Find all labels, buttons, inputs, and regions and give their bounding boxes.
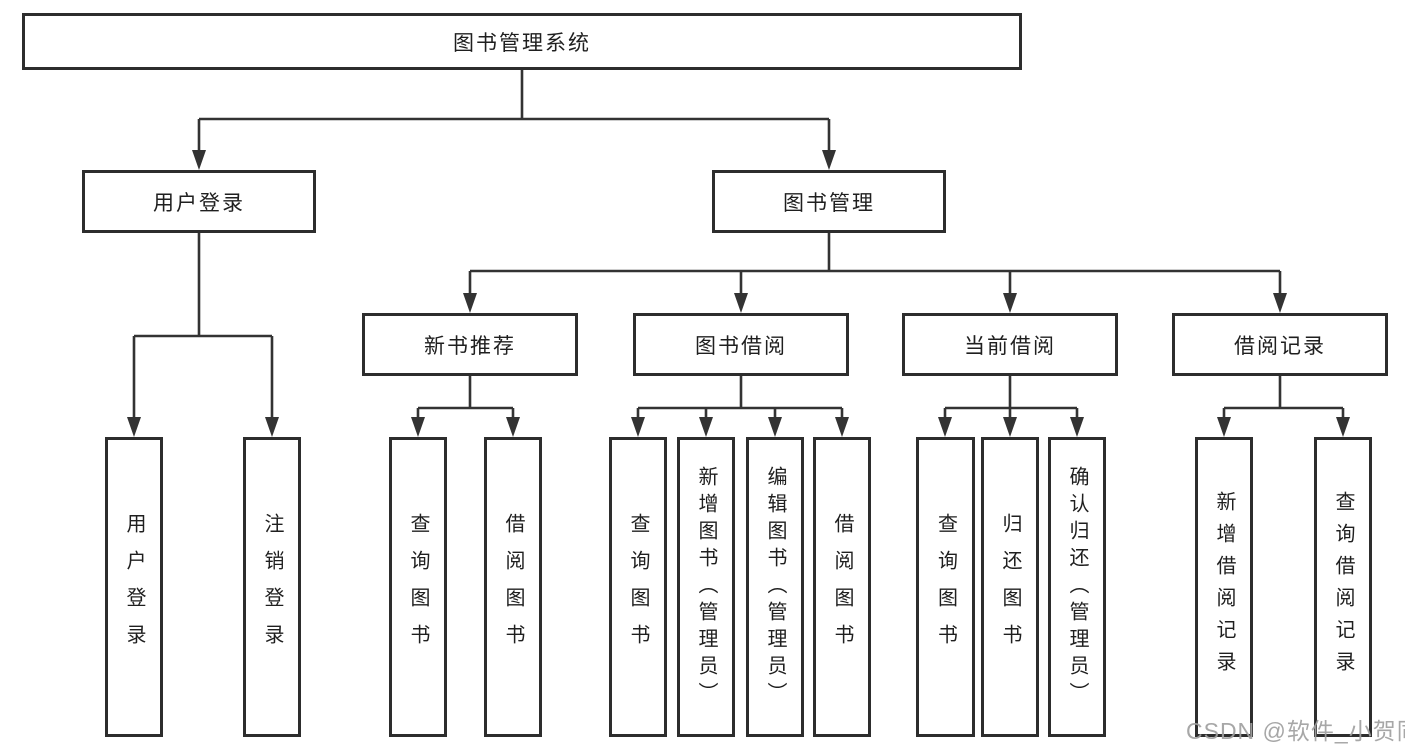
node-label: 新增图书（管理员）	[695, 465, 717, 709]
leaf-confirm-return-admin: 确认归还（管理员）	[1048, 437, 1106, 737]
node-label: 查询借阅记录	[1332, 491, 1354, 683]
node-label: 查询图书	[407, 513, 429, 661]
node-label: 编辑图书（管理员）	[764, 465, 786, 709]
node-current-borrowing: 当前借阅	[902, 313, 1118, 376]
leaf-search-books-current: 查询图书	[916, 437, 975, 737]
node-label: 归还图书	[999, 513, 1021, 661]
node-borrowing-records: 借阅记录	[1172, 313, 1388, 376]
leaf-logout: 注销登录	[243, 437, 301, 737]
node-book-management: 图书管理	[712, 170, 946, 233]
node-label: 注销登录	[261, 513, 283, 661]
node-label: 新书推荐	[424, 334, 516, 358]
node-label: 用户登录	[153, 191, 245, 215]
node-label: 用户登录	[123, 513, 145, 661]
node-label: 图书管理	[783, 191, 875, 215]
node-label: 图书管理系统	[453, 31, 591, 55]
leaf-add-borrow-record: 新增借阅记录	[1195, 437, 1253, 737]
leaf-edit-book-admin: 编辑图书（管理员）	[746, 437, 804, 737]
node-label: 借阅图书	[502, 513, 524, 661]
leaf-user-login: 用户登录	[105, 437, 163, 737]
leaf-search-borrow-record: 查询借阅记录	[1314, 437, 1372, 737]
leaf-search-books-recommend: 查询图书	[389, 437, 447, 737]
node-label: 确认归还（管理员）	[1066, 465, 1088, 709]
node-book-borrowing: 图书借阅	[633, 313, 849, 376]
node-label: 查询图书	[934, 513, 957, 661]
node-user-login: 用户登录	[82, 170, 316, 233]
node-label: 当前借阅	[964, 334, 1056, 358]
node-label: 图书借阅	[695, 334, 787, 358]
node-new-book-recommend: 新书推荐	[362, 313, 578, 376]
csdn-watermark: CSDN @软件_小贺同学	[1186, 718, 1405, 744]
leaf-add-book-admin: 新增图书（管理员）	[677, 437, 735, 737]
node-label: 借阅图书	[831, 513, 853, 661]
leaf-borrow-books-borrowing: 借阅图书	[813, 437, 871, 737]
leaf-return-books: 归还图书	[981, 437, 1039, 737]
node-root: 图书管理系统	[22, 13, 1022, 70]
node-label: 借阅记录	[1234, 334, 1326, 358]
leaf-borrow-books-recommend: 借阅图书	[484, 437, 542, 737]
leaf-search-books-borrowing: 查询图书	[609, 437, 667, 737]
node-label: 查询图书	[627, 513, 649, 661]
node-label: 新增借阅记录	[1213, 491, 1235, 683]
